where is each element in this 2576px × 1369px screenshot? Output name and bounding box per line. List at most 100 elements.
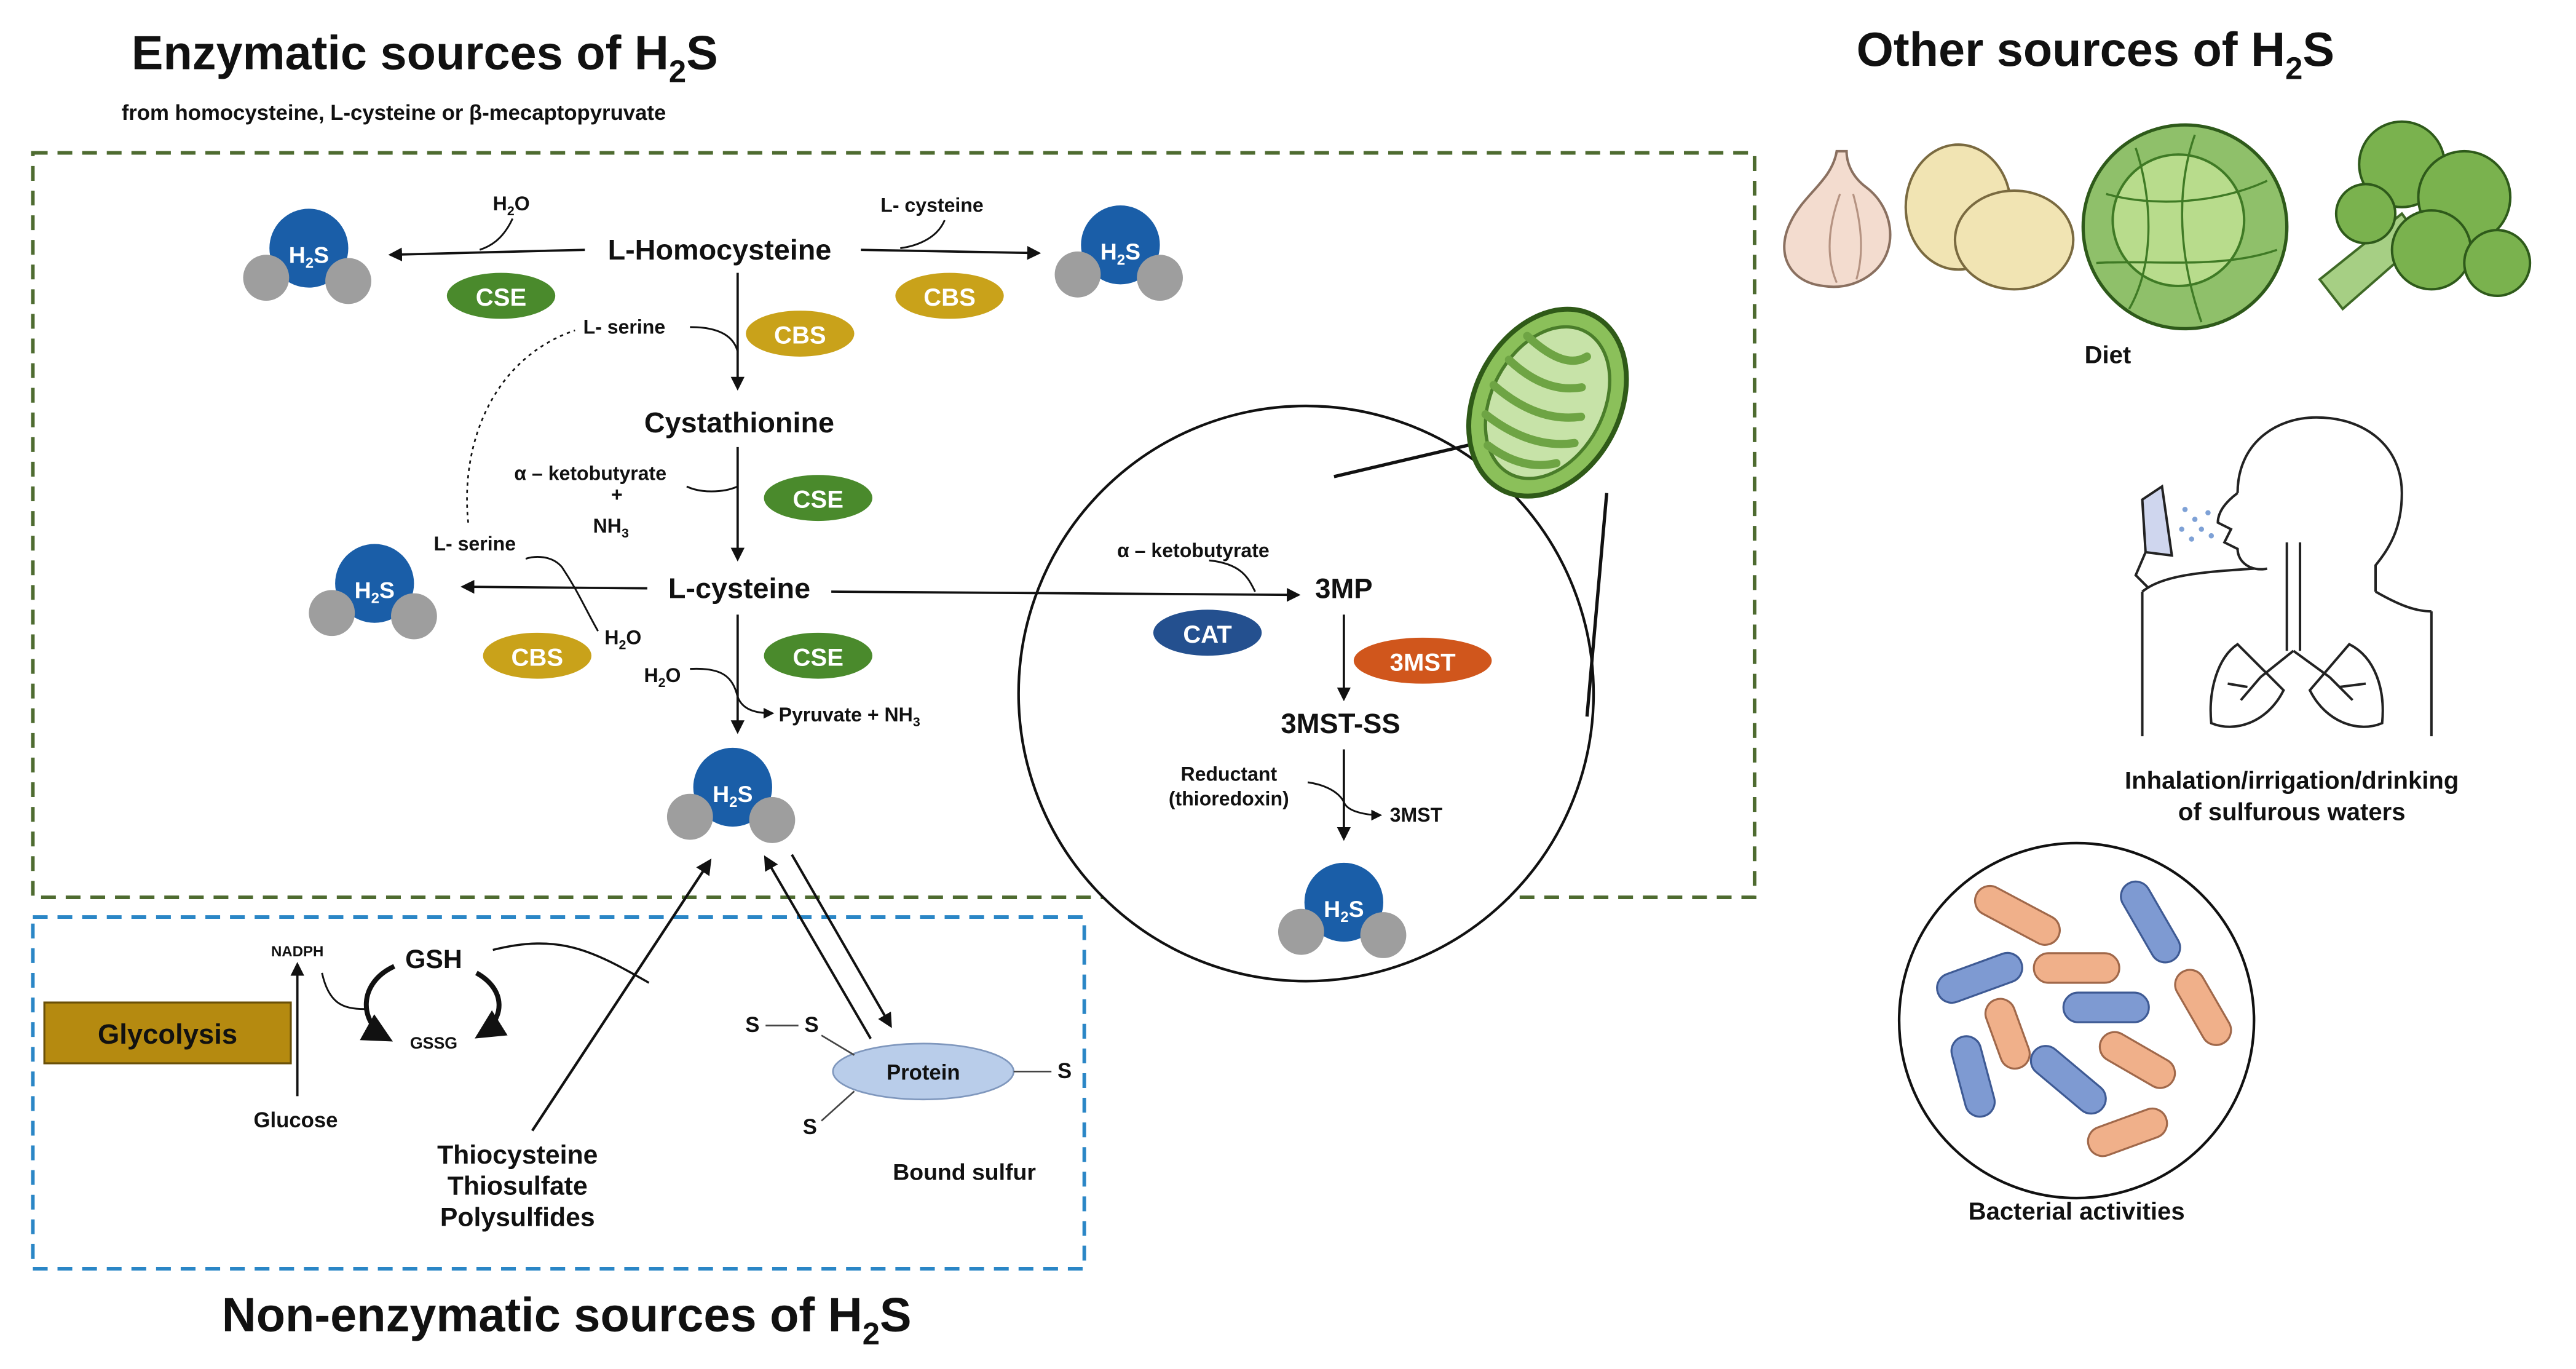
bacteria-icons xyxy=(1936,880,2232,1157)
inhalation-droplets xyxy=(2179,507,2214,542)
s-protein-bond-2 xyxy=(821,1090,855,1122)
curve-water-pyruvate xyxy=(690,667,775,719)
label-lserine-2: L- serine xyxy=(433,533,516,555)
inhalation-figure-icon xyxy=(2134,416,2433,737)
label-lcysteine-in: L- cysteine xyxy=(880,194,983,216)
label-3mst-ss: 3MST-SS xyxy=(1281,708,1400,739)
svg-text:CSE: CSE xyxy=(793,644,844,671)
zoom-line-bottom xyxy=(1585,493,1609,717)
label-ketobutyrate: α – ketobutyrate xyxy=(514,462,666,484)
label-ketobutyrate-2: α – ketobutyrate xyxy=(1117,539,1270,561)
curve-reductant xyxy=(1307,781,1383,821)
label-glycolysis: Glycolysis xyxy=(98,1018,237,1050)
curve-serine-out xyxy=(525,556,599,632)
title-nonenzymatic: Non-enzymatic sources of H2S xyxy=(222,1289,912,1351)
label-lcysteine: L-cysteine xyxy=(668,573,810,605)
eggs-icon xyxy=(1904,143,2075,291)
label-3mst-out: 3MST xyxy=(1390,804,1443,826)
label-glucose: Glucose xyxy=(253,1109,338,1132)
label-protein: Protein xyxy=(887,1061,960,1085)
enzyme-3mst: 3MST xyxy=(1353,637,1492,684)
label-nadph: NADPH xyxy=(271,943,323,960)
label-s-2: S xyxy=(804,1014,818,1037)
title-enzymatic: Enzymatic sources of H2S xyxy=(132,26,718,89)
enzyme-cbs-2: CBS xyxy=(746,311,855,357)
label-inhalation-2: of sulfurous waters xyxy=(2178,798,2406,825)
curve-serine-in xyxy=(690,326,739,352)
arrow-cysteine-to-3mp xyxy=(831,588,1301,602)
h2s-molecule-5: H2S xyxy=(1278,862,1407,958)
h2s-label-1: H2S xyxy=(289,242,329,272)
label-bound-sulfur: Bound sulfur xyxy=(893,1159,1036,1185)
curve-ketobutyrate-2 xyxy=(1209,559,1256,592)
label-thiocysteine: Thiocysteine xyxy=(437,1140,598,1170)
h2s-label-2: H2S xyxy=(1100,239,1140,268)
enzymatic-box xyxy=(31,151,1756,899)
label-diet: Diet xyxy=(2085,342,2132,369)
curve-water-in-1 xyxy=(479,218,514,251)
enzyme-cse-3: CSE xyxy=(764,632,872,679)
svg-text:3MST: 3MST xyxy=(1390,649,1456,676)
curve-cysteine-in xyxy=(900,220,946,249)
label-s-1: S xyxy=(745,1014,759,1037)
h2s-label-5: H2S xyxy=(1324,896,1364,926)
label-gssg: GSSG xyxy=(410,1034,457,1052)
nonenzymatic-box xyxy=(31,915,1086,1271)
label-thiosulfate: Thiosulfate xyxy=(448,1172,588,1201)
cabbage-icon xyxy=(2081,123,2289,331)
label-reductant: Reductant xyxy=(1180,763,1277,785)
label-pyruvate: Pyruvate + NH3 xyxy=(779,704,920,729)
label-thioredoxin: (thioredoxin) xyxy=(1169,787,1289,809)
enzyme-cbs-3: CBS xyxy=(483,632,591,679)
svg-text:CBS: CBS xyxy=(774,322,826,349)
h2s-label-4: H2S xyxy=(713,781,753,811)
label-cystathionine: Cystathionine xyxy=(644,407,834,438)
enzyme-cat: CAT xyxy=(1153,609,1262,656)
mitochondrion-icon xyxy=(1466,306,1629,499)
arrow-homocys-to-h2s-right xyxy=(861,245,1041,260)
svg-text:CBS: CBS xyxy=(923,284,976,311)
label-inhalation-1: Inhalation/irrigation/drinking xyxy=(2125,768,2459,795)
cycle-arrow-right xyxy=(475,970,508,1039)
svg-text:CAT: CAT xyxy=(1183,621,1232,648)
title-other: Other sources of H2S xyxy=(1857,23,2334,85)
zoom-line-top xyxy=(1333,438,1489,478)
mitochondria-zoom-circle xyxy=(1017,404,1595,983)
svg-text:CBS: CBS xyxy=(511,644,563,671)
arrow-cysteine-to-h2s-left xyxy=(460,579,647,594)
s-protein-bond-1 xyxy=(821,1034,855,1056)
label-water-3: H2O xyxy=(644,664,681,690)
label-lserine-1: L- serine xyxy=(583,315,666,338)
label-gsh: GSH xyxy=(405,945,462,974)
h2s-molecule-3: H2S xyxy=(309,544,437,640)
label-water-2: H2O xyxy=(604,627,641,653)
h2s-molecule-2: H2S xyxy=(1054,205,1183,301)
h2s-molecule-1: H2S xyxy=(243,208,371,304)
arrow-h2s-to-protein xyxy=(791,854,892,1028)
cycle-arrow-left xyxy=(360,964,396,1042)
label-water-1: H2O xyxy=(493,192,530,218)
enzyme-cbs-1: CBS xyxy=(895,272,1004,319)
gsh-to-h2s-path xyxy=(492,942,650,984)
label-s-4: S xyxy=(1057,1060,1072,1083)
arrow-sources-to-h2s xyxy=(531,858,712,1132)
label-nh3-1: NH3 xyxy=(593,515,629,541)
curve-ketobutyrate-out xyxy=(686,485,738,493)
svg-text:CSE: CSE xyxy=(476,284,526,311)
dotted-serine-recycle xyxy=(466,329,575,523)
label-3mp: 3MP xyxy=(1315,573,1372,605)
subtitle-enzymatic: from homocysteine, L-cysteine or β-mecap… xyxy=(122,101,666,125)
label-plus: + xyxy=(611,483,623,506)
arrow-homocys-to-h2s-left xyxy=(388,247,585,261)
arrow-protein-to-h2s xyxy=(764,855,872,1039)
enzyme-cse-1: CSE xyxy=(446,272,556,319)
garlic-icon xyxy=(1783,149,1892,288)
label-s-3: S xyxy=(803,1116,817,1139)
glycolysis-box xyxy=(43,1001,292,1065)
broccoli-icon xyxy=(2318,120,2532,311)
svg-text:CSE: CSE xyxy=(793,486,844,514)
h2s-label-3: H2S xyxy=(355,577,395,607)
label-bacterial: Bacterial activities xyxy=(1969,1198,2185,1225)
enzyme-cse-2: CSE xyxy=(764,475,872,522)
label-homocysteine: L-Homocysteine xyxy=(608,234,832,266)
